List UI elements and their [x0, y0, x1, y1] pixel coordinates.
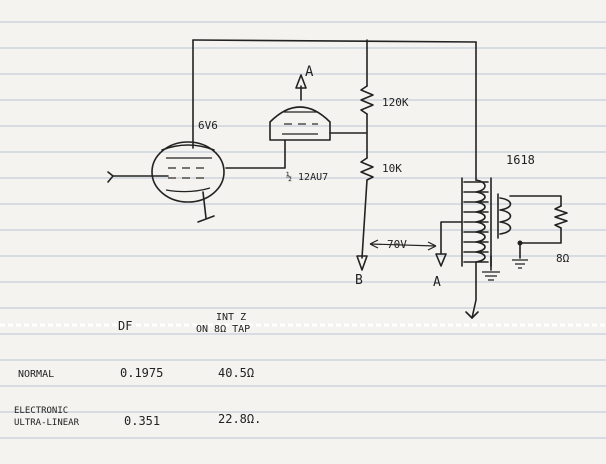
- row-1-label: NORMAL: [18, 369, 54, 380]
- row-2-label-line2: ULTRA-LINEAR: [14, 418, 80, 428]
- row-1-df: 0.1975: [120, 366, 163, 380]
- b-plus-rail: [192, 39, 477, 43]
- header-int-z-line2: ON 8Ω TAP: [196, 324, 250, 335]
- header-df: DF: [118, 319, 132, 333]
- label-node-a-bottom: A: [433, 275, 441, 290]
- label-node-b: B: [355, 273, 363, 288]
- label-12au7: ½ 12AU7: [286, 171, 328, 183]
- label-1618: 1618: [506, 153, 535, 167]
- label-70v: 70V: [387, 238, 407, 251]
- row-2-label-line1: ELECTRONIC: [14, 406, 68, 416]
- label-120k: 120K: [382, 96, 409, 109]
- label-6v6: 6V6: [198, 119, 218, 132]
- tube-12au7: [225, 74, 367, 169]
- header-int-z-line1: INT Z: [216, 312, 246, 323]
- row-2-df: 0.351: [124, 414, 160, 428]
- notebook-rules: [0, 21, 606, 439]
- label-speaker: 8Ω: [556, 252, 570, 265]
- row-2-int-z: 22.8Ω.: [218, 412, 261, 426]
- damping-factor-table: DF INT Z ON 8Ω TAP NORMAL 0.1975 40.5Ω E…: [14, 312, 261, 428]
- label-10k: 10K: [382, 162, 402, 175]
- label-node-a-top: A: [305, 64, 314, 80]
- tube-6v6: [107, 39, 225, 223]
- transformer-1618: [435, 41, 568, 319]
- voltage-arrow: [369, 239, 437, 251]
- resistor-divider: [356, 39, 374, 271]
- row-1-int-z: 40.5Ω: [218, 366, 254, 380]
